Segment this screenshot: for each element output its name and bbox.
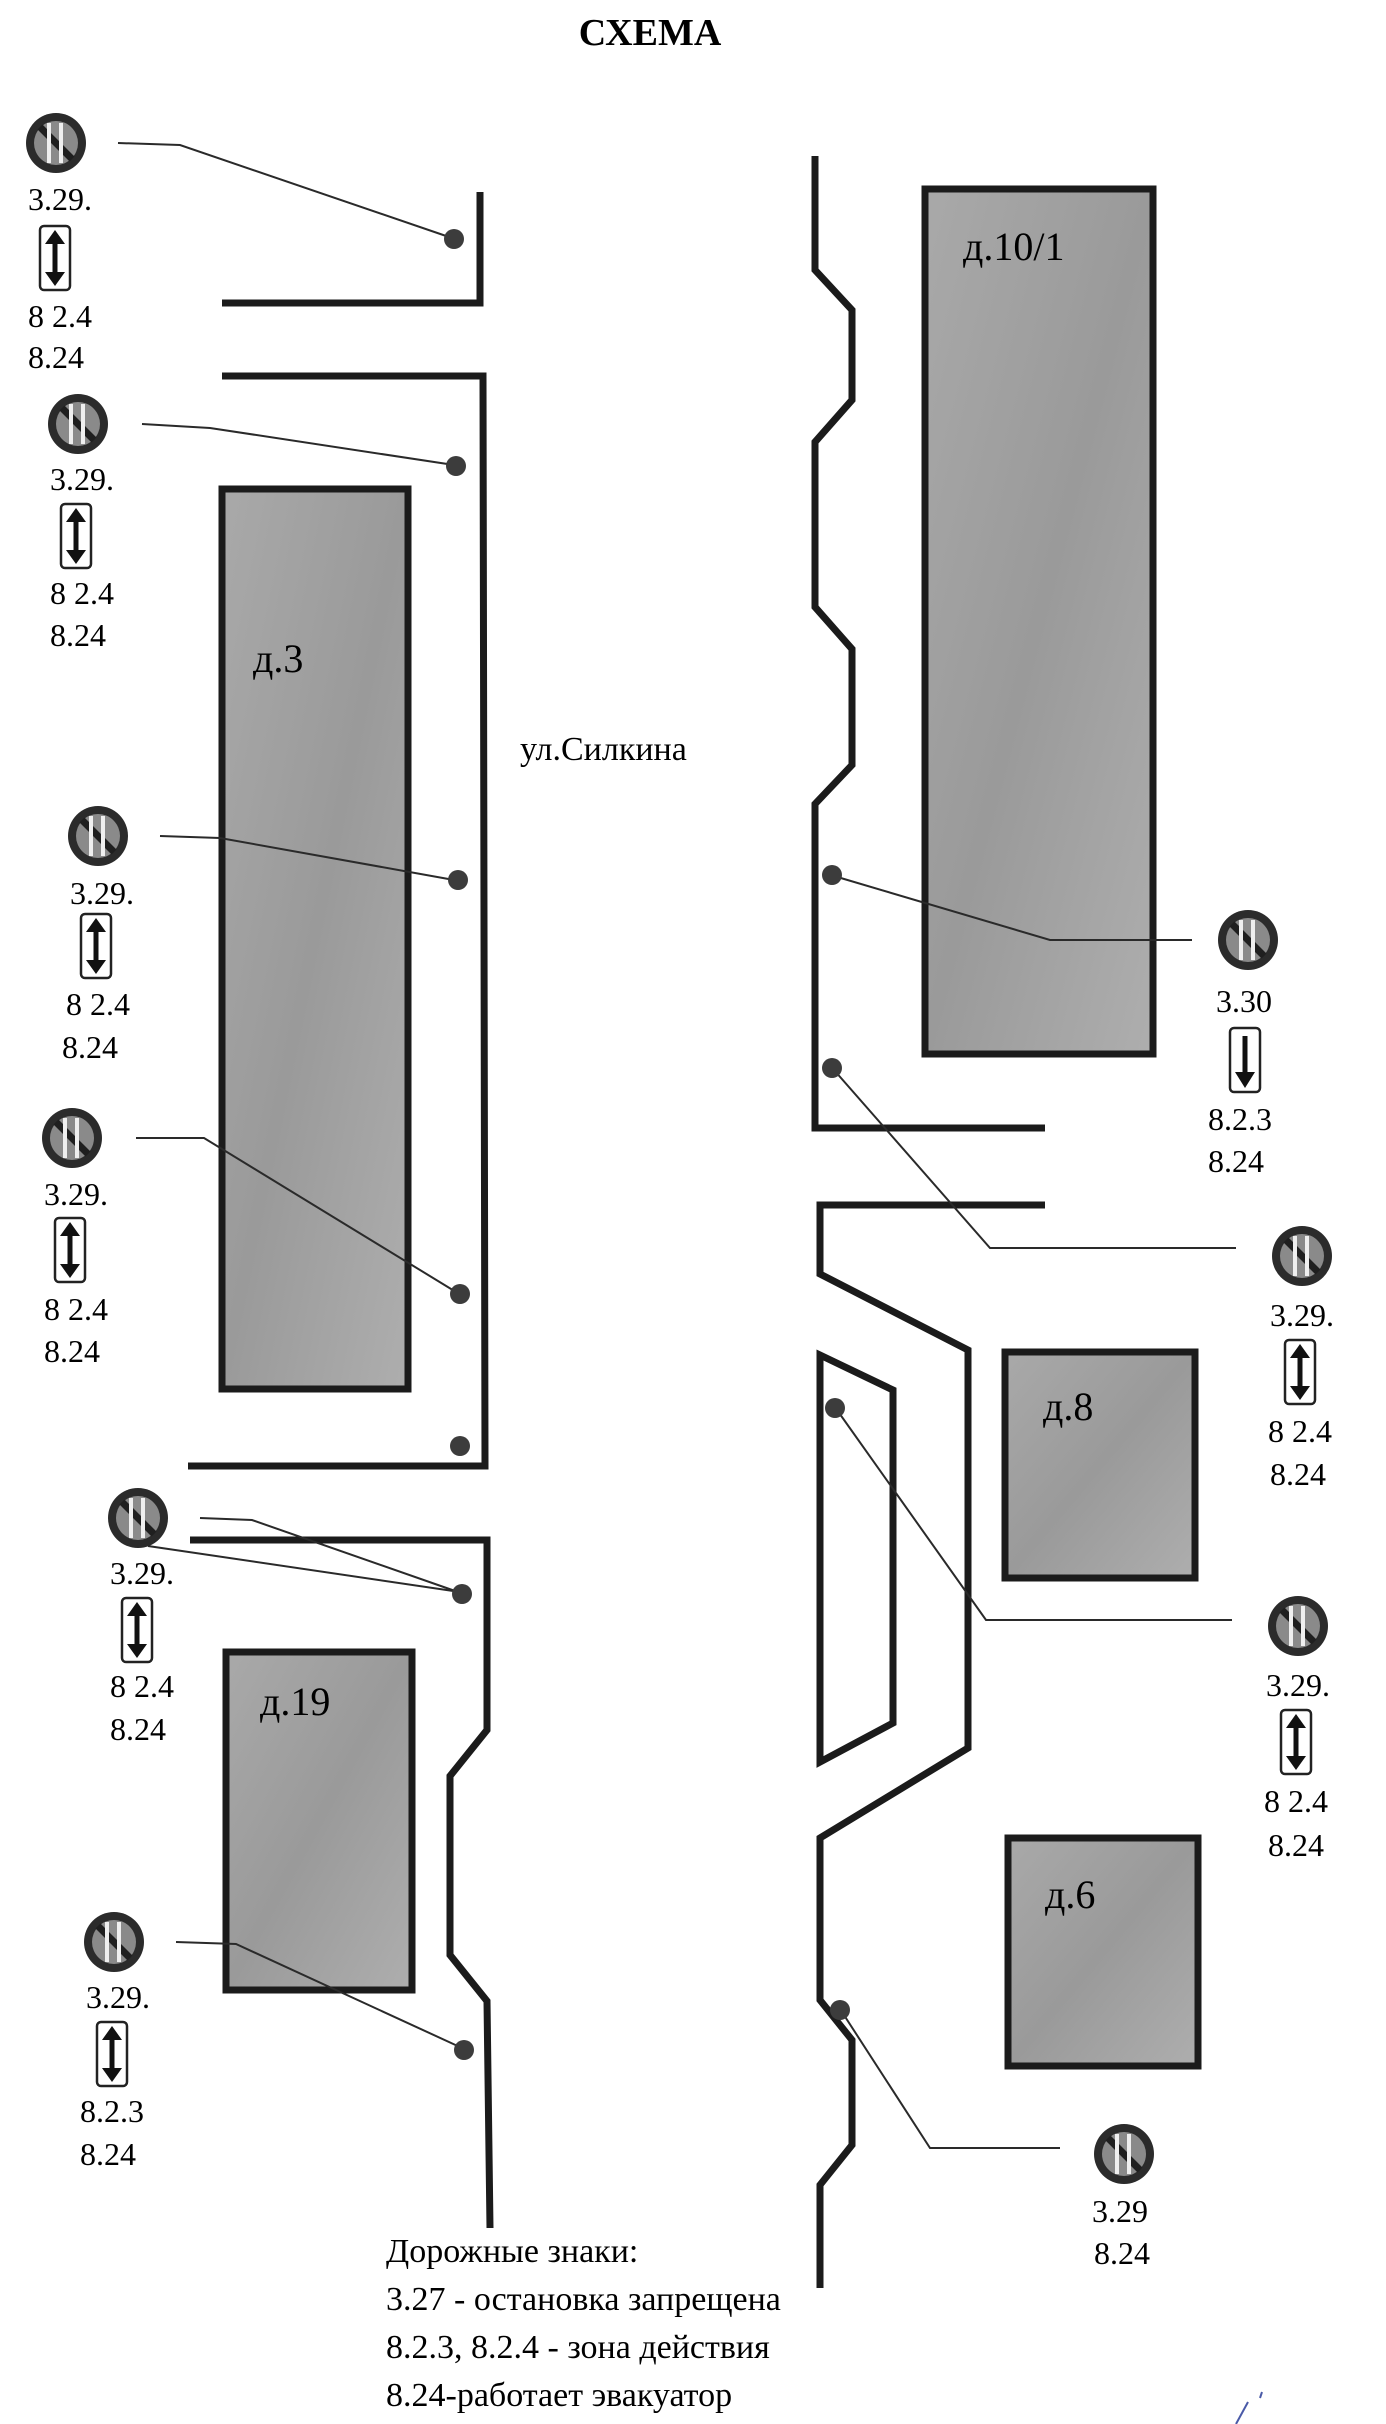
no-parking-sign-icon: [26, 113, 86, 173]
sign-plate: 8.2.3: [1208, 1101, 1272, 1137]
sign-evacuation: 8.24: [1270, 1456, 1326, 1492]
sign-code: 3.29.: [86, 1979, 150, 2015]
no-parking-sign-icon: [108, 1488, 168, 1548]
zone-both-directions-icon: [55, 1218, 85, 1282]
sign-evacuation: 8.24: [28, 339, 84, 375]
sign-group-5: 3.29. 8 2.4 8.24: [108, 1436, 472, 1747]
zone-both-directions-icon: [122, 1598, 152, 1662]
sign-plate: 8 2.4: [50, 575, 114, 611]
zone-down-direction-icon: [1230, 1028, 1260, 1092]
zone-both-directions-icon: [81, 914, 111, 978]
sign-code: 3.29.: [44, 1176, 108, 1212]
legend-line-2: 8.2.3, 8.2.4 - зона действия: [386, 2329, 770, 2366]
sign-placement-dot: [450, 1436, 470, 1456]
sign-code: 3.29.: [1270, 1297, 1334, 1333]
sign-evacuation: 8.24: [44, 1333, 100, 1369]
sign-group-8: 3.29. 8 2.4 8.24: [822, 1058, 1334, 1492]
sign-placement-dot: [450, 1284, 470, 1304]
sign-placement-dot: [444, 229, 464, 249]
sign-plate: 8 2.4: [44, 1291, 108, 1327]
sign-evacuation: 8.24: [1208, 1143, 1264, 1179]
sign-evacuation: 8.24: [110, 1711, 166, 1747]
no-parking-sign-icon: [42, 1108, 102, 1168]
sign-evacuation: 8.24: [80, 2136, 136, 2172]
sign-evacuation: 8.24: [1268, 1827, 1324, 1863]
building-d19: д.19: [222, 1648, 416, 1994]
legend: Дорожные знаки: 3.27 - остановка запреще…: [386, 2233, 781, 2414]
legend-heading: Дорожные знаки:: [386, 2233, 638, 2270]
building-label: д.3: [253, 636, 303, 681]
legend-line-3: 8.24-работает эвакуатор: [386, 2377, 732, 2414]
sign-group-9: 3.29. 8 2.4 8.24: [825, 1398, 1330, 1863]
sign-evacuation: 8.24: [50, 617, 106, 653]
sign-group-10: 3.29 8.24: [830, 2000, 1154, 2271]
legend-line-1: 3.27 - остановка запрещена: [386, 2281, 781, 2318]
sign-placement-dot: [825, 1398, 845, 1418]
zone-both-directions-icon: [97, 2022, 127, 2086]
sign-group-6: 3.29. 8.2.3 8.24: [80, 1912, 474, 2172]
road-edge-left: [188, 192, 494, 2229]
sign-group-2: 3.29. 8 2.4 8.24: [48, 394, 466, 653]
no-parking-sign-icon: [1094, 2124, 1154, 2184]
sign-code: 3.30: [1216, 983, 1272, 1019]
sign-placement-dot: [446, 456, 466, 476]
sign-code: 3.29.: [28, 181, 92, 217]
building-label: д.8: [1043, 1384, 1093, 1429]
street-label: ул.Силкина: [520, 731, 687, 768]
building-d3: д.3: [218, 485, 412, 1393]
sign-code: 3.29: [1092, 2193, 1148, 2229]
no-parking-sign-icon: [1268, 1596, 1328, 1656]
scheme-title: СХЕМА: [579, 12, 722, 54]
sign-group-3: 3.29. 8 2.4 8.24: [62, 806, 468, 1065]
sign-placement-dot: [822, 1058, 842, 1078]
building-label: д.10/1: [963, 224, 1064, 269]
sign-group-1: 3.29. 8 2.4 8.24: [26, 113, 464, 375]
sign-placement-dot: [452, 1584, 472, 1604]
sign-plate: 8 2.4: [110, 1668, 174, 1704]
sign-code: 3.29.: [110, 1555, 174, 1591]
sign-plate: 8.2.3: [80, 2093, 144, 2129]
sign-code: 3.29.: [70, 875, 134, 911]
building-label: д.6: [1045, 1872, 1095, 1917]
sign-plate: 8 2.4: [66, 986, 130, 1022]
pen-mark: [1235, 2391, 1263, 2424]
sign-plate: 8 2.4: [1264, 1783, 1328, 1819]
building-d8: д.8: [1001, 1348, 1199, 1582]
sign-group-4: 3.29. 8 2.4 8.24: [42, 1108, 470, 1369]
building-label: д.19: [260, 1679, 330, 1724]
sign-plate: 8 2.4: [28, 298, 92, 334]
sign-code: 3.29.: [1266, 1667, 1330, 1703]
sign-plate: 8 2.4: [1268, 1413, 1332, 1449]
sign-placement-dot: [448, 870, 468, 890]
no-parking-sign-icon: [1272, 1226, 1332, 1286]
zone-both-directions-icon: [1281, 1710, 1311, 1774]
zone-both-directions-icon: [40, 226, 70, 290]
no-parking-sign-icon: [68, 806, 128, 866]
no-parking-sign-icon: [48, 394, 108, 454]
no-parking-sign-icon: [1218, 910, 1278, 970]
zone-both-directions-icon: [1285, 1340, 1315, 1404]
sign-code: 3.29.: [50, 461, 114, 497]
sign-evacuation: 8.24: [62, 1029, 118, 1065]
sign-placement-dot: [454, 2040, 474, 2060]
building-d10-1: д.10/1: [921, 185, 1157, 1058]
sign-evacuation: 8.24: [1094, 2235, 1150, 2271]
sign-placement-dot: [830, 2000, 850, 2020]
building-d6: д.6: [1004, 1834, 1202, 2070]
zone-both-directions-icon: [61, 504, 91, 568]
road-edge-right: [811, 156, 1045, 2288]
sign-group-7: 3.30 8.2.3 8.24: [822, 865, 1278, 1179]
no-parking-sign-icon: [84, 1912, 144, 1972]
sign-placement-dot: [822, 865, 842, 885]
